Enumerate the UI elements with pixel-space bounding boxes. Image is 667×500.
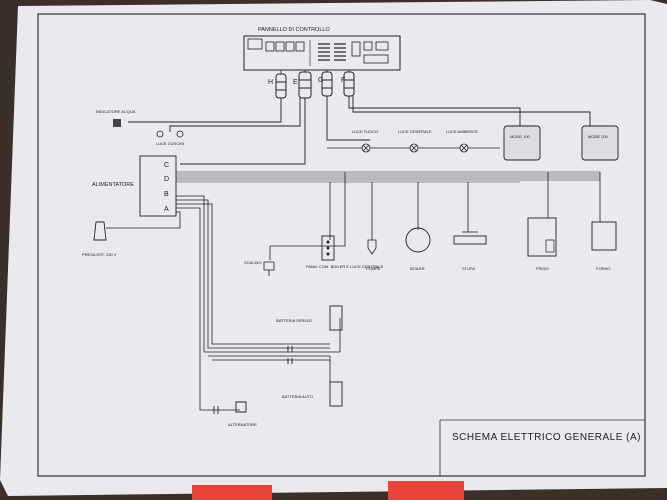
power-supply-box [139,155,177,217]
alternator-label: ALTERNATORE [228,422,257,427]
water-indicator-symbol [113,119,121,127]
diagram-title: SCHEMA ELETTRICO GENERALE (A) [452,432,641,443]
panel-button-4 [295,41,305,52]
light-vano-1 [156,130,164,138]
connector-e-label: E [293,79,298,86]
pompa-symbol [367,239,377,255]
pin-b-label: B [164,191,169,198]
switch-dot-3 [326,252,330,256]
power-supply-label: ALIMENTATORE [92,182,134,188]
panel-switch-c [363,54,389,64]
stufa-label: STUFA [462,266,475,271]
main-cable-bundle [176,171,600,183]
light-ambiente-label: LUCE AMBIENTE [446,129,478,134]
switch-dot-1 [326,240,330,244]
alternator-symbol [235,401,247,413]
socket-symbol [93,221,107,241]
connector-f-label: F [341,77,345,84]
light-vano-label: LUCE CUSCINI [156,141,184,146]
panel-switch-a [363,41,373,51]
mode-box-2-label: MODE 200 [588,134,609,139]
control-panel [243,35,401,71]
forno-symbol [591,221,617,251]
drawing-frame [37,13,646,477]
water-indicator-label: INDICATORE ACQUA [96,109,136,114]
panel-gauge [351,41,361,57]
connector-wires [128,96,591,165]
red-tab-right [388,481,464,500]
mode-box-2 [581,125,619,161]
connector-g-label: G [318,77,323,84]
panel-switch-label: PANN. COM. BOILER E LUCE CENTRALE [306,264,384,269]
scalino-symbol [263,261,275,276]
red-tab-left [192,485,272,500]
panel-to-connector-wires [280,70,350,74]
panel-switch-b [375,41,389,51]
socket-label: PRESA EST. 230 V [82,252,117,257]
boiler-label: BOILER [410,266,425,271]
mode-box-1 [503,125,541,161]
forno-label: FORNO [596,266,610,271]
car-battery-symbol [329,381,343,407]
pin-c-label: C [164,162,169,169]
pompa-label: POMPA [366,266,380,271]
scalino-label: SCALINO [244,260,262,265]
fuse-symbols [213,346,293,414]
switch-dot-2 [326,246,330,250]
panel-button-2 [275,41,285,52]
battery-wires [176,195,341,411]
load-wires [269,172,601,260]
panel-switch-symbol [321,235,335,261]
lights-wiring [327,143,500,153]
boiler-symbol [405,227,431,253]
frigo-inner [545,239,555,253]
connector-h-label: H [268,79,273,86]
frigo-label: FRIGO [536,266,549,271]
pin-a-label: A [164,206,169,213]
panel-button-1 [265,41,275,52]
control-panel-title: PANNELLO DI CONTROLLO [258,27,330,33]
light-fuoco-label: LUCE FUOCO [352,129,378,134]
light-vano-2 [176,130,184,138]
panel-display [247,38,263,50]
light-generale-label: LUCE GENERALE [398,129,432,134]
service-battery-symbol [329,305,343,331]
panel-indicator-bars [318,43,346,61]
service-battery-label: BATTERIA SERVIZI [276,318,312,323]
socket-wire [106,211,181,229]
frigo-symbol [527,217,557,257]
pin-d-label: D [164,176,169,183]
stufa-symbol [453,235,487,245]
car-battery-label: BATTERIA AUTO [282,394,313,399]
mode-box-1-label: MODE 100 [510,134,531,139]
panel-button-3 [285,41,295,52]
